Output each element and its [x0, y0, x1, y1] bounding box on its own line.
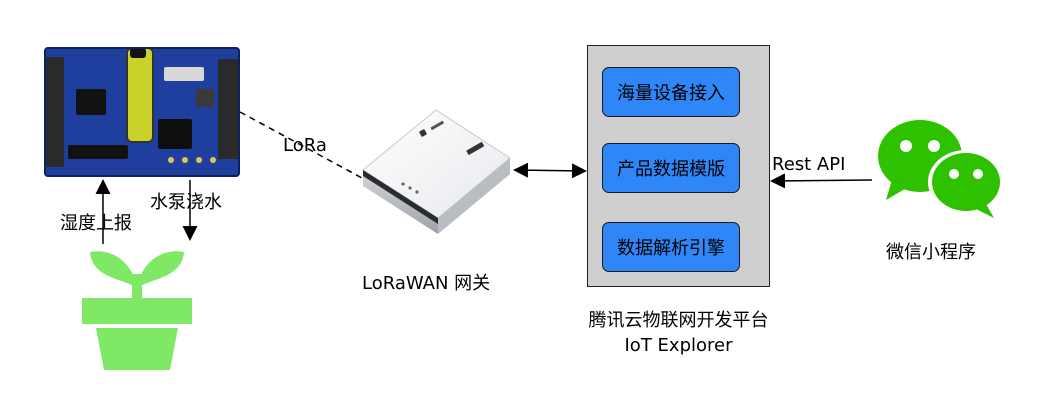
module-data-template: 产品数据模版 [602, 143, 740, 193]
module-parse-engine: 数据解析引擎 [602, 222, 740, 272]
lora-label: LoRa [283, 135, 327, 156]
gateway-label: LoRaWAN 网关 [362, 273, 491, 294]
module-device-access: 海量设备接入 [602, 67, 740, 117]
rest-api-label: Rest API [772, 154, 846, 175]
gateway-icon [362, 109, 511, 234]
lorawan-dev-board-icon [44, 47, 240, 177]
potted-plant-icon [82, 251, 192, 370]
pump-water-label: 水泵浇水 [150, 192, 222, 213]
platform-name-label: 腾讯云物联网开发平台 [588, 310, 769, 331]
battery-icon [126, 49, 154, 143]
platform-english-label: IoT Explorer [624, 335, 733, 356]
wechat-logo-icon [878, 120, 1004, 218]
gateway-platform-arrow [513, 162, 587, 179]
lora-link [239, 111, 363, 179]
humidity-report-label: 湿度上报 [60, 213, 132, 234]
wechat-app-label: 微信小程序 [886, 242, 976, 263]
rest-api-arrow [770, 173, 873, 189]
